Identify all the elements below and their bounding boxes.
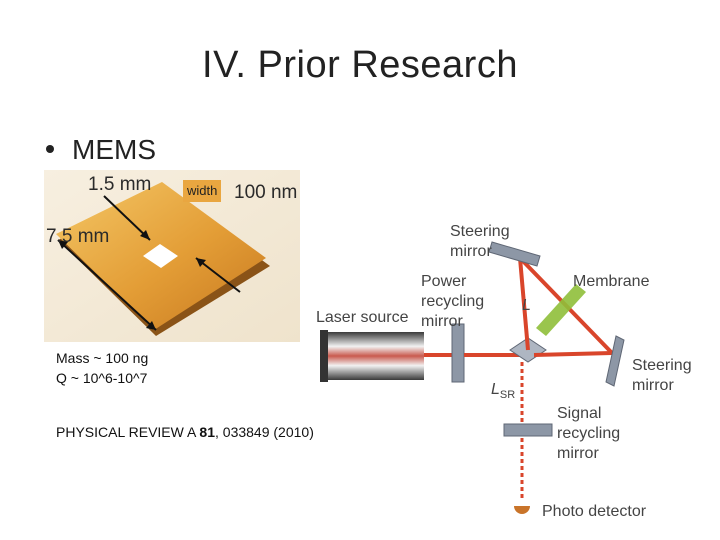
laser-source <box>320 330 424 382</box>
label-LSR-main: L <box>491 381 500 398</box>
mass-text: Mass ~ 100 ng <box>56 350 149 366</box>
width-tag: width <box>183 180 222 202</box>
bullet-dot <box>46 144 54 153</box>
label-steering-top-1: Steering <box>450 223 510 240</box>
label-membrane: Membrane <box>573 273 650 290</box>
label-7-5mm: 7.5 mm <box>46 226 110 247</box>
bullet-mems: MEMS <box>46 134 156 166</box>
power-recycling-mirror <box>451 323 465 383</box>
label-steering-top-2: mirror <box>450 243 492 260</box>
slide-title: IV. Prior Research <box>202 44 518 86</box>
label-LSR: LSR <box>491 380 515 405</box>
label-L: L <box>522 297 531 314</box>
signal-recycling-mirror <box>503 423 553 437</box>
label-power-3: mirror <box>421 313 463 330</box>
steering-mirror-top <box>488 241 541 267</box>
citation-prefix: PHYSICAL REVIEW A <box>56 424 200 440</box>
label-steering-right: Steering mirror <box>632 356 692 396</box>
label-power-recycling: Power recycling mirror <box>421 272 484 332</box>
q-text: Q ~ 10^6-10^7 <box>56 370 148 386</box>
label-LSR-sub: SR <box>499 389 516 402</box>
optical-setup-diagram <box>320 241 625 514</box>
photo-detector <box>514 506 530 514</box>
label-signal-recycling: Signal recycling mirror <box>557 404 620 464</box>
citation-suffix: , 033849 (2010) <box>215 424 314 440</box>
citation-volume: 81 <box>199 424 215 440</box>
membrane <box>536 284 586 336</box>
bullet-text: MEMS <box>72 134 156 165</box>
steering-mirror-right <box>605 335 625 387</box>
label-power-2: recycling <box>421 293 485 310</box>
label-signal-3: mirror <box>557 445 599 462</box>
label-signal-1: Signal <box>557 405 602 422</box>
label-1-5mm: 1.5 mm <box>88 174 152 195</box>
mems-chip-image <box>44 170 300 342</box>
label-steering-right-1: Steering <box>632 357 692 374</box>
label-steering-right-2: mirror <box>632 377 674 394</box>
label-photo-detector: Photo detector <box>542 503 647 520</box>
label-laser-source: Laser source <box>316 309 409 326</box>
label-100nm: 100 nm <box>234 182 298 203</box>
citation: PHYSICAL REVIEW A 81, 033849 (2010) <box>56 422 314 442</box>
label-signal-2: recycling <box>557 425 621 442</box>
label-steering-top: Steering mirror <box>450 222 510 262</box>
label-power-1: Power <box>421 273 467 290</box>
